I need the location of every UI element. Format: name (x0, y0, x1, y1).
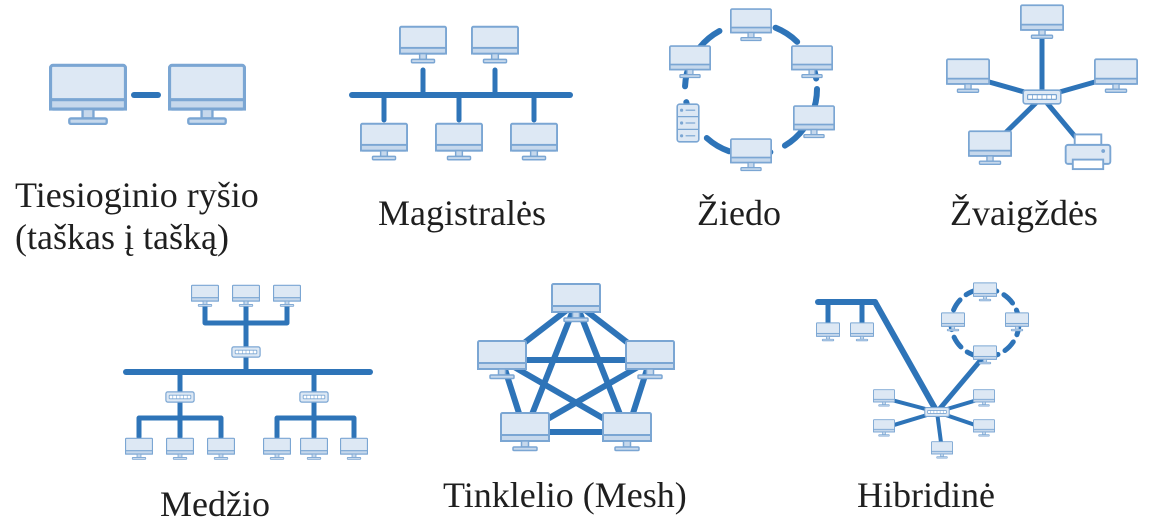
monitor-icon (946, 58, 990, 94)
label-star-text: Žvaigždės (950, 193, 1098, 233)
monitor-icon (273, 284, 301, 307)
label-tree: Medžio (160, 484, 270, 525)
label-star: Žvaigždės (950, 193, 1098, 234)
monitor-icon (816, 322, 840, 342)
monitor-icon (300, 437, 328, 460)
monitor-icon (941, 312, 965, 332)
monitor-icon (931, 441, 953, 459)
monitor-icon (973, 282, 997, 302)
label-ring: Žiedo (697, 193, 781, 234)
monitor-icon (166, 437, 194, 460)
switch-icon (924, 406, 950, 418)
label-point-to-point-line1: Tiesioginio ryšio (15, 175, 259, 215)
hybrid-trunk (872, 299, 940, 415)
monitor-icon (207, 437, 235, 460)
monitor-icon (873, 419, 895, 437)
monitor-icon (1005, 312, 1029, 332)
monitor-icon (125, 437, 153, 460)
label-hybrid: Hibridinė (857, 475, 995, 516)
switch-icon (1022, 89, 1062, 105)
monitor-icon (850, 322, 874, 342)
label-mesh: Tinklelio (Mesh) (443, 475, 687, 516)
monitor-icon (360, 122, 408, 161)
monitor-icon (730, 138, 772, 172)
switch-icon (299, 391, 329, 403)
hybrid-ring-link (934, 352, 988, 415)
monitor-icon (500, 411, 550, 452)
monitor-icon (669, 45, 711, 79)
switch-icon (165, 391, 195, 403)
monitor-icon (510, 122, 558, 161)
label-ring-text: Žiedo (697, 193, 781, 233)
monitor-icon (232, 284, 260, 307)
label-mesh-text: Tinklelio (Mesh) (443, 475, 687, 515)
label-hybrid-text: Hibridinė (857, 475, 995, 515)
label-tree-text: Medžio (160, 484, 270, 524)
monitor-icon (968, 130, 1012, 166)
monitor-icon (471, 25, 519, 64)
monitor-icon (1020, 4, 1064, 40)
mesh-star-0 (522, 300, 579, 435)
monitor-icon (191, 284, 219, 307)
monitor-icon (49, 63, 127, 126)
server-icon (676, 103, 700, 143)
mesh-star-1 (573, 300, 630, 435)
label-point-to-point: Tiesioginio ryšio (taškas į tašką) (15, 174, 259, 258)
monitor-icon (602, 411, 652, 452)
monitor-icon (873, 389, 895, 407)
printer-icon (1064, 133, 1112, 171)
monitor-icon (168, 63, 246, 126)
monitor-icon (435, 122, 483, 161)
monitor-icon (730, 8, 772, 42)
monitor-icon (973, 419, 995, 437)
label-bus: Magistralės (378, 193, 546, 234)
monitor-icon (399, 25, 447, 64)
monitor-icon (340, 437, 368, 460)
monitor-icon (263, 437, 291, 460)
label-bus-text: Magistralės (378, 193, 546, 233)
label-point-to-point-line2: (taškas į tašką) (15, 217, 229, 257)
monitor-icon (1094, 58, 1138, 94)
ring-link (682, 20, 820, 158)
switch-icon (231, 346, 261, 358)
monitor-icon (973, 389, 995, 407)
monitor-icon (791, 45, 833, 79)
